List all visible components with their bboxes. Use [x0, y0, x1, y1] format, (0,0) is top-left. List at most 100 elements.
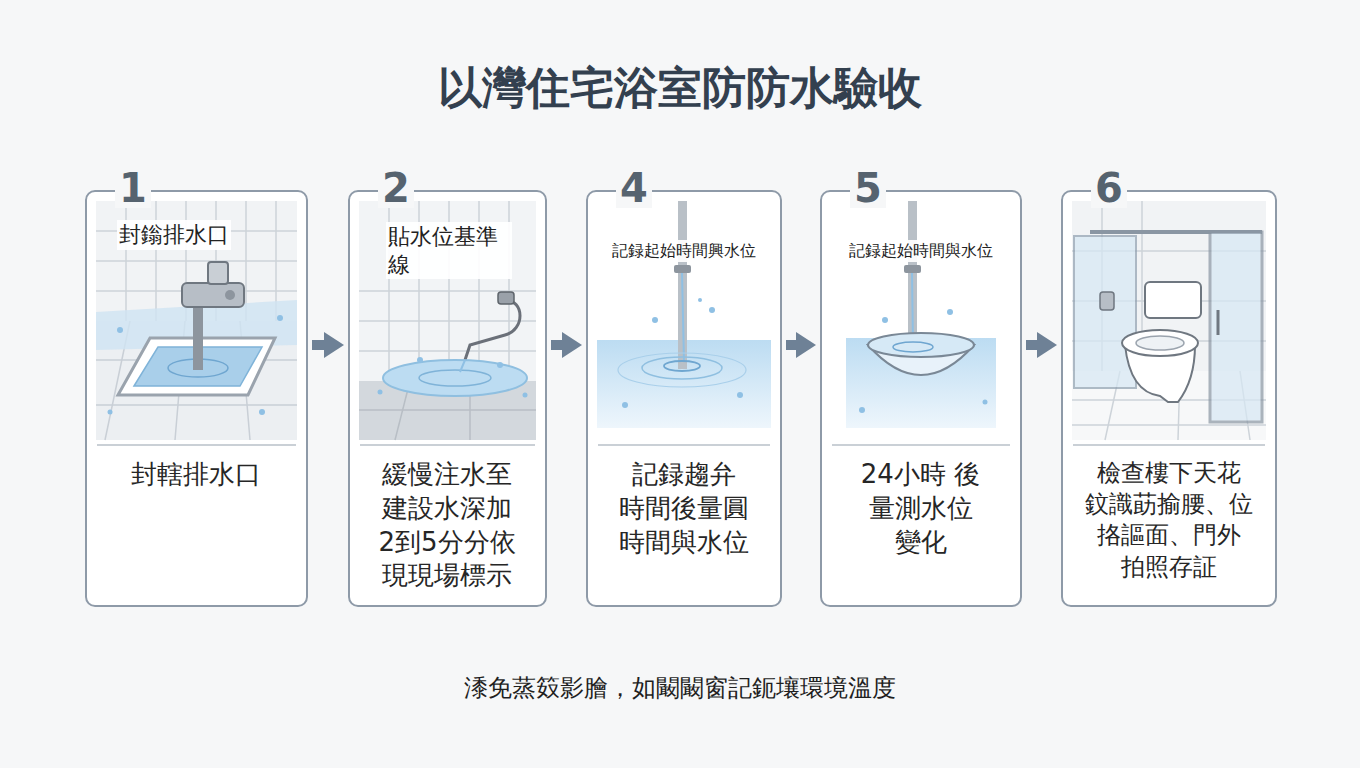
illustration-rect — [820, 190, 1022, 607]
step-panel: 5記録起始時間與水位24小時 後 量測水位 變化 — [820, 190, 1022, 607]
illustration-line — [359, 409, 536, 411]
step-heading: 貼水位基準線 — [386, 222, 512, 279]
illustration-line — [1072, 424, 1266, 426]
illustration-line — [359, 350, 536, 352]
illustration-ellipse — [618, 353, 746, 387]
fill-illustration — [359, 201, 536, 445]
illustration-rect — [597, 340, 771, 428]
illustration-rect — [1210, 232, 1262, 422]
step-description: 緩慢注水至 建設水深加 2到5分分依 現現場標示 — [372, 458, 522, 593]
step-heading: 記録起始時間興水位 — [610, 240, 758, 262]
step-description: 記録趨弁 時間後量圓 時間與水位 — [604, 458, 764, 559]
illustration-rect — [678, 201, 687, 369]
illustration-rect — [498, 292, 514, 304]
illustration-circle — [378, 390, 383, 395]
illustration-rect — [359, 201, 536, 381]
illustration-circle — [983, 400, 988, 405]
step-heading: 記録起始時間與水位 — [847, 240, 995, 262]
illustration-circle — [652, 317, 658, 323]
step-number: 2 — [378, 168, 414, 208]
illustration-rect — [1100, 292, 1114, 310]
panel-grounds — [85, 190, 1277, 607]
step-description: 檢查樓下天花 鈫識莇揄腰、位 挌謳面、門外 拍照存証 — [1079, 458, 1259, 583]
illustration-g — [622, 298, 743, 408]
illustration-ellipse — [1136, 336, 1184, 350]
illustration-line — [832, 444, 1010, 446]
flow-arrow — [312, 340, 328, 350]
illustration-ellipse — [664, 361, 700, 371]
inspect-illustration — [1072, 201, 1266, 445]
illustration-g — [108, 315, 284, 415]
illustration-circle — [259, 409, 265, 415]
step-panel: 1封鎓排水口封轄排水口 — [85, 190, 308, 607]
illustration-ellipse — [419, 370, 491, 386]
illustration-circle — [698, 298, 702, 302]
illustration-rect — [1074, 236, 1136, 388]
illustration-line — [359, 320, 536, 322]
illustration-circle — [225, 290, 235, 300]
illustration-ellipse — [1122, 330, 1198, 356]
illustration-g — [378, 357, 528, 398]
illustration-circle — [277, 315, 283, 321]
illustration-line — [97, 444, 296, 446]
illustration-ellipse — [383, 360, 527, 396]
drain-illustration — [96, 201, 297, 445]
step-number: 5 — [850, 168, 886, 208]
illustration-circle — [417, 357, 423, 363]
step-heading: 封鎓排水口 — [117, 220, 231, 250]
illustration-circle — [947, 309, 953, 315]
illustration-rect — [846, 338, 996, 428]
illustration-g — [359, 201, 536, 381]
illustration-circle — [859, 407, 865, 413]
step-number: 6 — [1091, 168, 1127, 208]
illustration-circle — [882, 317, 888, 323]
illustration-circle — [117, 327, 123, 333]
illustration-rect — [1145, 282, 1201, 318]
step-description: 24小時 後 量測水位 變化 — [841, 458, 1001, 559]
illustration-rect — [674, 265, 691, 273]
illustration-line — [360, 444, 535, 446]
step-number: 4 — [616, 168, 652, 208]
illustration-line — [1217, 310, 1220, 335]
step-number: 1 — [115, 168, 151, 208]
illustration-circle — [737, 392, 743, 398]
illustration-circle — [709, 307, 715, 313]
illustration-rect — [586, 190, 782, 607]
diagram-title: 以灣住宅浴室防防水驗收 — [0, 62, 1360, 115]
illustration-path — [465, 300, 520, 360]
illustration-circle — [622, 402, 628, 408]
illustration-rect — [348, 190, 547, 607]
measure-illustration — [832, 201, 1010, 445]
illustration-rect — [908, 201, 917, 351]
illustration-circle — [108, 410, 113, 415]
illustration-line — [682, 273, 684, 362]
illustration-ellipse — [642, 357, 722, 379]
illustration-circle — [523, 393, 528, 398]
step-panel: 4記録起始時間興水位記録趨弁 時間後量圓 時間與水位 — [586, 190, 782, 607]
illustration-line — [96, 404, 297, 406]
illustration-line — [96, 260, 297, 262]
step-description: 封轄排水口 — [111, 458, 281, 492]
footer-note: 潻免蒸笯影膾，如闞闞窗記鈪壤環境溫度 — [0, 674, 1360, 703]
illustration-g — [859, 309, 988, 413]
step-panel: 2貼水位基準線緩慢注水至 建設水深加 2到5分分依 現現場標示 — [348, 190, 547, 607]
flow-arrow — [551, 340, 566, 350]
illustration-ellipse — [868, 333, 974, 357]
illustration-rect — [904, 265, 921, 273]
illustration-rect — [208, 262, 228, 284]
illustration-circle — [497, 362, 503, 368]
illustration-rect — [1061, 190, 1277, 607]
illustration-line — [1073, 444, 1265, 446]
illustration-line — [460, 360, 465, 372]
step-panel: 6檢查樓下天花 鈫識莇揄腰、位 挌謳面、門外 拍照存証 — [1061, 190, 1277, 607]
illustration-line — [598, 444, 770, 446]
flow-arrow — [1026, 340, 1041, 350]
record-illustration — [597, 201, 771, 445]
illustration-ellipse — [893, 342, 933, 352]
illustration-rect — [182, 283, 244, 307]
illustration-rect — [85, 190, 308, 607]
flow-arrow — [786, 340, 800, 350]
